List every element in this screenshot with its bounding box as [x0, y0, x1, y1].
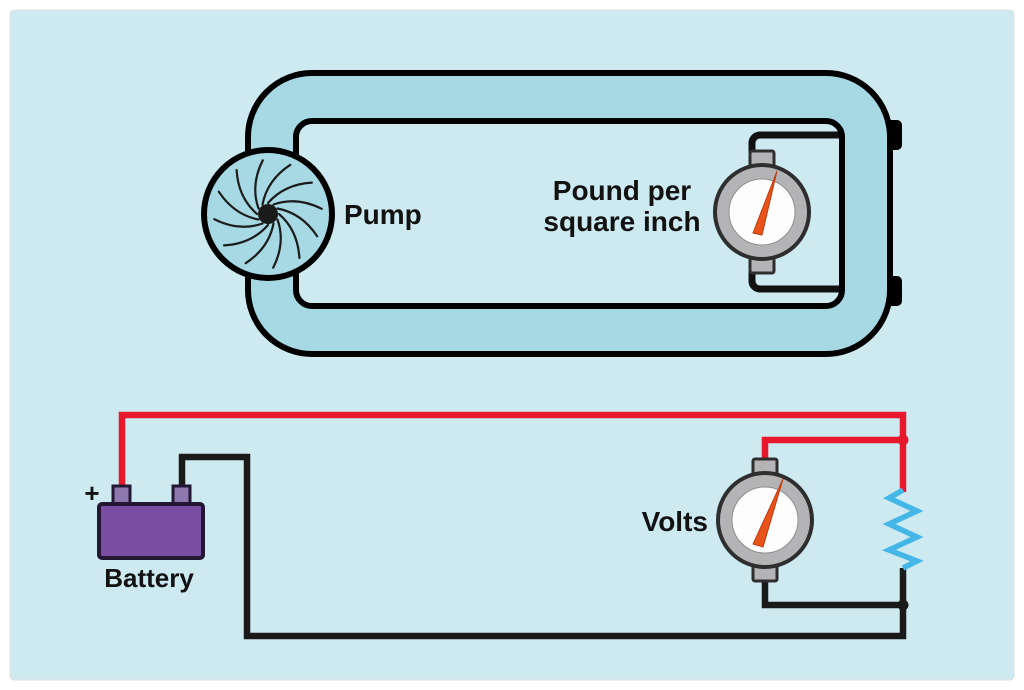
pump-impeller-blade: [235, 169, 259, 216]
resistor: [882, 487, 924, 571]
pump-impeller-blade: [223, 223, 270, 247]
pump-impeller-blade: [261, 163, 292, 206]
pump-impeller-blade: [277, 212, 301, 259]
pressure-gauge: [713, 149, 811, 275]
battery-body: [97, 502, 205, 560]
voltmeter: [716, 457, 814, 583]
pump: [201, 147, 335, 281]
pump-impeller-blade: [266, 181, 313, 205]
battery: [97, 484, 205, 560]
pressure-gauge-needle: [752, 170, 778, 236]
pump-impeller-blade: [254, 159, 264, 210]
positive-wire: [118, 411, 907, 500]
negative-junction-dot: [897, 599, 909, 611]
pump-impeller-blade: [272, 200, 323, 210]
pressure-gauge-label-line1: Pound per: [553, 175, 692, 206]
pump-impeller-blade: [244, 222, 275, 265]
voltmeter-needle: [752, 478, 784, 548]
battery-plus-sign: +: [84, 478, 99, 508]
pump-impeller-blade: [272, 218, 282, 269]
pump-label: Pump: [344, 199, 422, 230]
pressure-gauge-label-line2: square inch: [543, 206, 700, 237]
pump-impeller-blade: [213, 218, 264, 228]
battery-label: Battery: [104, 563, 194, 593]
pump-impeller-blade: [276, 207, 319, 238]
pump-impeller-blade: [217, 190, 260, 221]
pump-hub: [258, 204, 278, 224]
positive-junction-dot: [897, 434, 909, 446]
voltmeter-label: Volts: [642, 506, 708, 537]
pump-impeller: [213, 159, 323, 269]
negative-wire: [178, 453, 907, 640]
